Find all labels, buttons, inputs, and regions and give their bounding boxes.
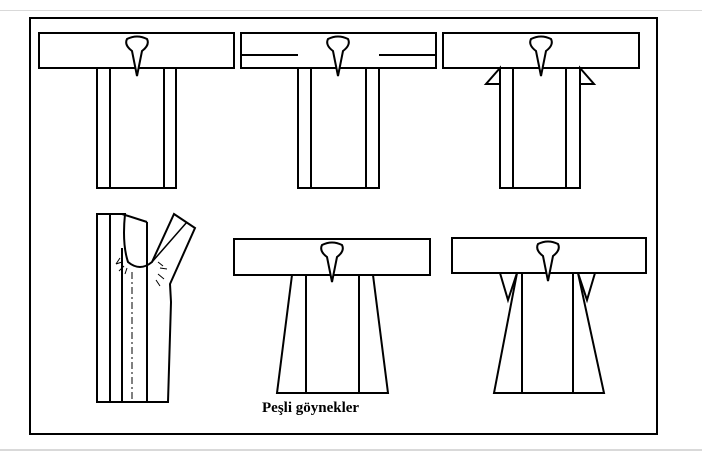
top-divider — [0, 10, 702, 11]
shirt-flared — [233, 238, 431, 394]
figure-frame — [29, 17, 658, 435]
bottom-divider — [0, 449, 702, 451]
shirt-banded-sleeves — [240, 32, 437, 189]
shirt-pattern-layout — [96, 212, 197, 403]
figure-caption: Peşli göynekler — [262, 400, 360, 416]
shirt-gussets — [442, 32, 640, 189]
shirt-flared-gussets — [451, 237, 647, 394]
shirt-plain — [38, 32, 235, 189]
